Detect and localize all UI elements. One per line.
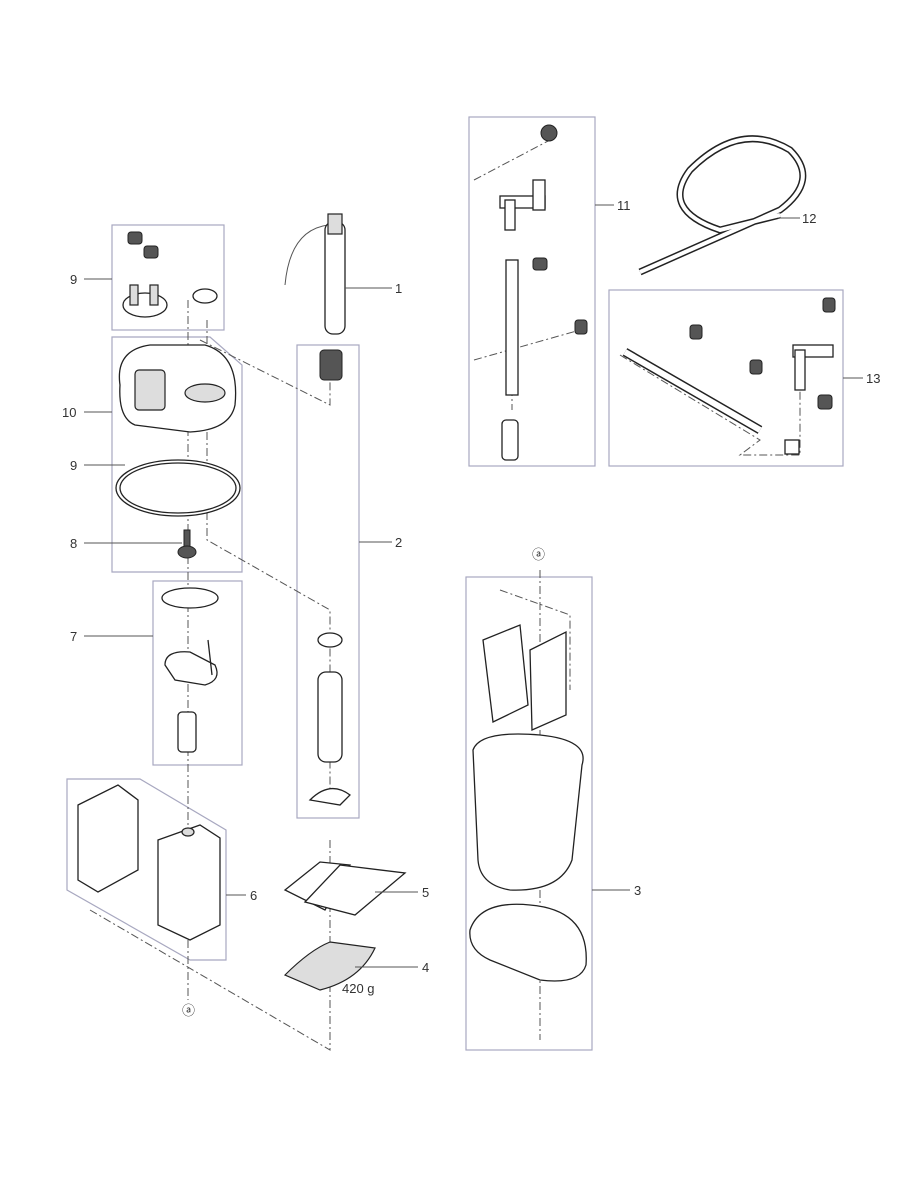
impeller-8	[177, 529, 197, 559]
marker-a-bottom: ⓐ	[182, 1003, 195, 1018]
label-media-4-weight: 420 g	[342, 981, 375, 996]
frame-housing-10	[111, 336, 243, 573]
pump-insert-7	[161, 587, 219, 753]
frame-spraybar-13	[608, 289, 844, 467]
frame-pump-insert-7	[152, 580, 243, 766]
label-impeller-8: 8	[70, 536, 77, 551]
label-media-5: 5	[422, 885, 429, 900]
frame-outlet-11	[468, 116, 596, 467]
label-hose-12: 12	[802, 211, 816, 226]
intake-2	[308, 349, 351, 806]
frame-cover-9	[111, 224, 225, 331]
cover-parts-9	[122, 231, 218, 318]
label-heater-1: 1	[395, 281, 402, 296]
label-media-4: 4	[422, 960, 429, 975]
label-pump-insert-7: 7	[70, 629, 77, 644]
container-3	[469, 624, 587, 982]
label-intake-2: 2	[395, 535, 402, 550]
frame-sponges-6	[66, 778, 227, 961]
label-container-3: 3	[634, 883, 641, 898]
leader-lines	[84, 204, 863, 968]
spraybar-13	[622, 297, 836, 455]
label-outlet-11: 11	[617, 198, 631, 213]
label-seal-9: 9	[70, 458, 77, 473]
frame-container-3	[465, 576, 593, 1051]
sponges-6	[77, 784, 221, 941]
label-cover-9: 9	[70, 272, 77, 287]
label-sponges-6: 6	[250, 888, 257, 903]
label-housing-10: 10	[62, 405, 76, 420]
hose-12	[638, 135, 807, 276]
heater-1	[284, 213, 346, 335]
housing-10	[115, 344, 241, 517]
outlet-11	[499, 124, 588, 461]
media-bags	[283, 861, 407, 991]
marker-a-top: ⓐ	[532, 547, 545, 562]
frame-intake-2	[296, 344, 360, 819]
label-spraybar-13: 13	[866, 371, 880, 386]
